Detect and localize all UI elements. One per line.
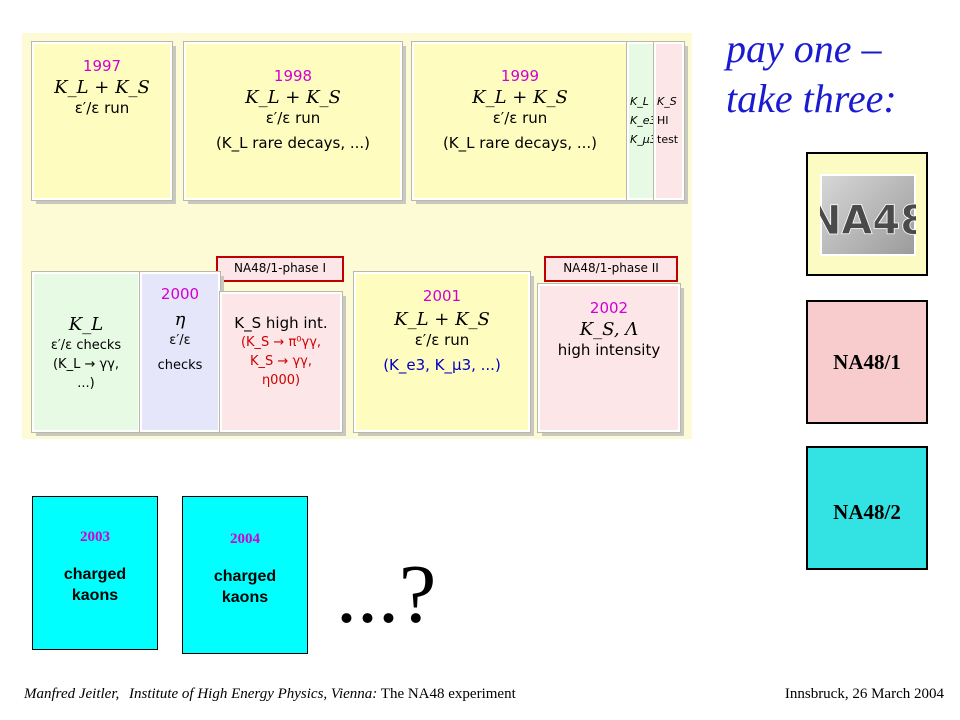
run-2001-extra: (K_e3, K_μ3, ...) bbox=[383, 356, 501, 374]
run-2001-type: ε′/ε run bbox=[414, 331, 470, 349]
run-2002-box: 2002 K_S, Λ high intensity bbox=[537, 283, 681, 433]
run-2000-box: 2000 η ε′/ε checks bbox=[139, 271, 221, 433]
run-1998-particles: K_L + K_S bbox=[245, 87, 341, 108]
run-2000-type: ε′/ε bbox=[169, 333, 191, 348]
run-1997-particles: K_L + K_S bbox=[54, 77, 150, 98]
heading-line-2: take three: bbox=[726, 76, 897, 121]
narrow-pink-l1: K_S bbox=[657, 95, 677, 108]
run-2003-line1: charged bbox=[63, 566, 127, 583]
run-2000-checks: checks bbox=[157, 358, 203, 373]
na48-2-box: NA48/2 bbox=[806, 446, 928, 570]
narrow-pink-l2: HI bbox=[657, 114, 669, 127]
kl-checks-decay: (K_L → γγ, bbox=[52, 357, 119, 372]
narrow-green-l2: K_e3 bbox=[630, 114, 657, 127]
ks-high-int-decay1: (K_S → π⁰γγ, bbox=[240, 335, 322, 350]
footer: Manfred Jeitler, Institute of High Energ… bbox=[24, 686, 944, 703]
kl-checks-etc: ...) bbox=[77, 376, 95, 391]
run-2003-box: 2003 charged kaons bbox=[32, 496, 158, 650]
run-2003-line2: kaons bbox=[71, 587, 119, 604]
narrow-green-l3: K_μ3 bbox=[630, 133, 657, 146]
run-1998-type: ε′/ε run bbox=[265, 109, 321, 127]
footer-talk: The NA48 experiment bbox=[380, 686, 516, 702]
na48-logo: NA48 bbox=[808, 174, 928, 256]
year-1998: 1998 bbox=[273, 67, 313, 85]
ks-hi-test-box: K_S HI test bbox=[653, 41, 685, 201]
run-1997-box: 1997 K_L + K_S ε′/ε run bbox=[31, 41, 173, 201]
year-2000: 2000 bbox=[160, 285, 200, 303]
run-1999-particles: K_L + K_S bbox=[472, 87, 568, 108]
ellipsis-question: ...? bbox=[336, 548, 437, 641]
footer-institute: Institute of High Energy Physics, Vienna… bbox=[129, 686, 378, 702]
run-1997-type: ε′/ε run bbox=[74, 99, 130, 117]
kl-ke3-kmu3-box: K_L K_e3 K_μ3 bbox=[626, 41, 657, 201]
ks-high-int-decay2: K_S → γγ, bbox=[250, 354, 312, 369]
run-2002-type: high intensity bbox=[557, 341, 661, 359]
phase-2-tag: NA48/1-phase II bbox=[544, 256, 678, 282]
run-2002-particles: K_S, Λ bbox=[579, 319, 639, 340]
year-1999: 1999 bbox=[500, 67, 540, 85]
footer-author: Manfred Jeitler, bbox=[24, 686, 120, 702]
year-2001: 2001 bbox=[422, 287, 462, 305]
na48-logo-box: NA48 bbox=[806, 152, 928, 276]
year-2004: 2004 bbox=[230, 531, 260, 547]
na48-1-box: NA48/1 bbox=[806, 300, 928, 424]
run-1998-box: 1998 K_L + K_S ε′/ε run (K_L rare decays… bbox=[183, 41, 403, 201]
run-1999-box: 1999 K_L + K_S ε′/ε run (K_L rare decays… bbox=[411, 41, 629, 201]
footer-place-date: Innsbruck, 26 March 2004 bbox=[784, 686, 944, 702]
year-2002: 2002 bbox=[589, 299, 629, 317]
run-2000-particle: η bbox=[174, 309, 186, 330]
year-1997: 1997 bbox=[82, 57, 122, 75]
na48-1-label: NA48/1 bbox=[833, 350, 901, 374]
na48-logo-icon: NA48 bbox=[808, 174, 928, 256]
na48-2-label: NA48/2 bbox=[833, 500, 901, 524]
na48-logo-text: NA48 bbox=[820, 198, 916, 244]
run-1999-type: ε′/ε run bbox=[492, 109, 548, 127]
run-1999-extra: (K_L rare decays, ...) bbox=[442, 134, 598, 152]
narrow-green-l1: K_L bbox=[630, 95, 649, 108]
ks-high-int-decay3: η000) bbox=[261, 373, 301, 388]
ks-high-int-box: K_S high int. (K_S → π⁰γγ, K_S → γγ, η00… bbox=[219, 291, 343, 433]
slide-heading: pay one – take three: bbox=[726, 24, 956, 124]
kl-checks-particle: K_L bbox=[68, 314, 104, 335]
kl-checks-type: ε′/ε checks bbox=[50, 338, 122, 353]
kl-checks-box: K_L ε′/ε checks (K_L → γγ, ...) bbox=[31, 271, 141, 433]
run-2004-line1: charged bbox=[213, 568, 277, 585]
run-2001-particles: K_L + K_S bbox=[394, 309, 490, 330]
ks-high-int-title: K_S high int. bbox=[234, 314, 328, 332]
heading-line-1: pay one – bbox=[726, 26, 882, 71]
narrow-pink-l3: test bbox=[657, 133, 679, 146]
run-2004-line2: kaons bbox=[221, 589, 269, 606]
run-2001-box: 2001 K_L + K_S ε′/ε run (K_e3, K_μ3, ...… bbox=[353, 271, 531, 433]
phase-1-tag: NA48/1-phase I bbox=[216, 256, 344, 282]
run-1998-extra: (K_L rare decays, ...) bbox=[215, 134, 371, 152]
run-2004-box: 2004 charged kaons bbox=[182, 496, 308, 654]
year-2003: 2003 bbox=[80, 529, 110, 545]
